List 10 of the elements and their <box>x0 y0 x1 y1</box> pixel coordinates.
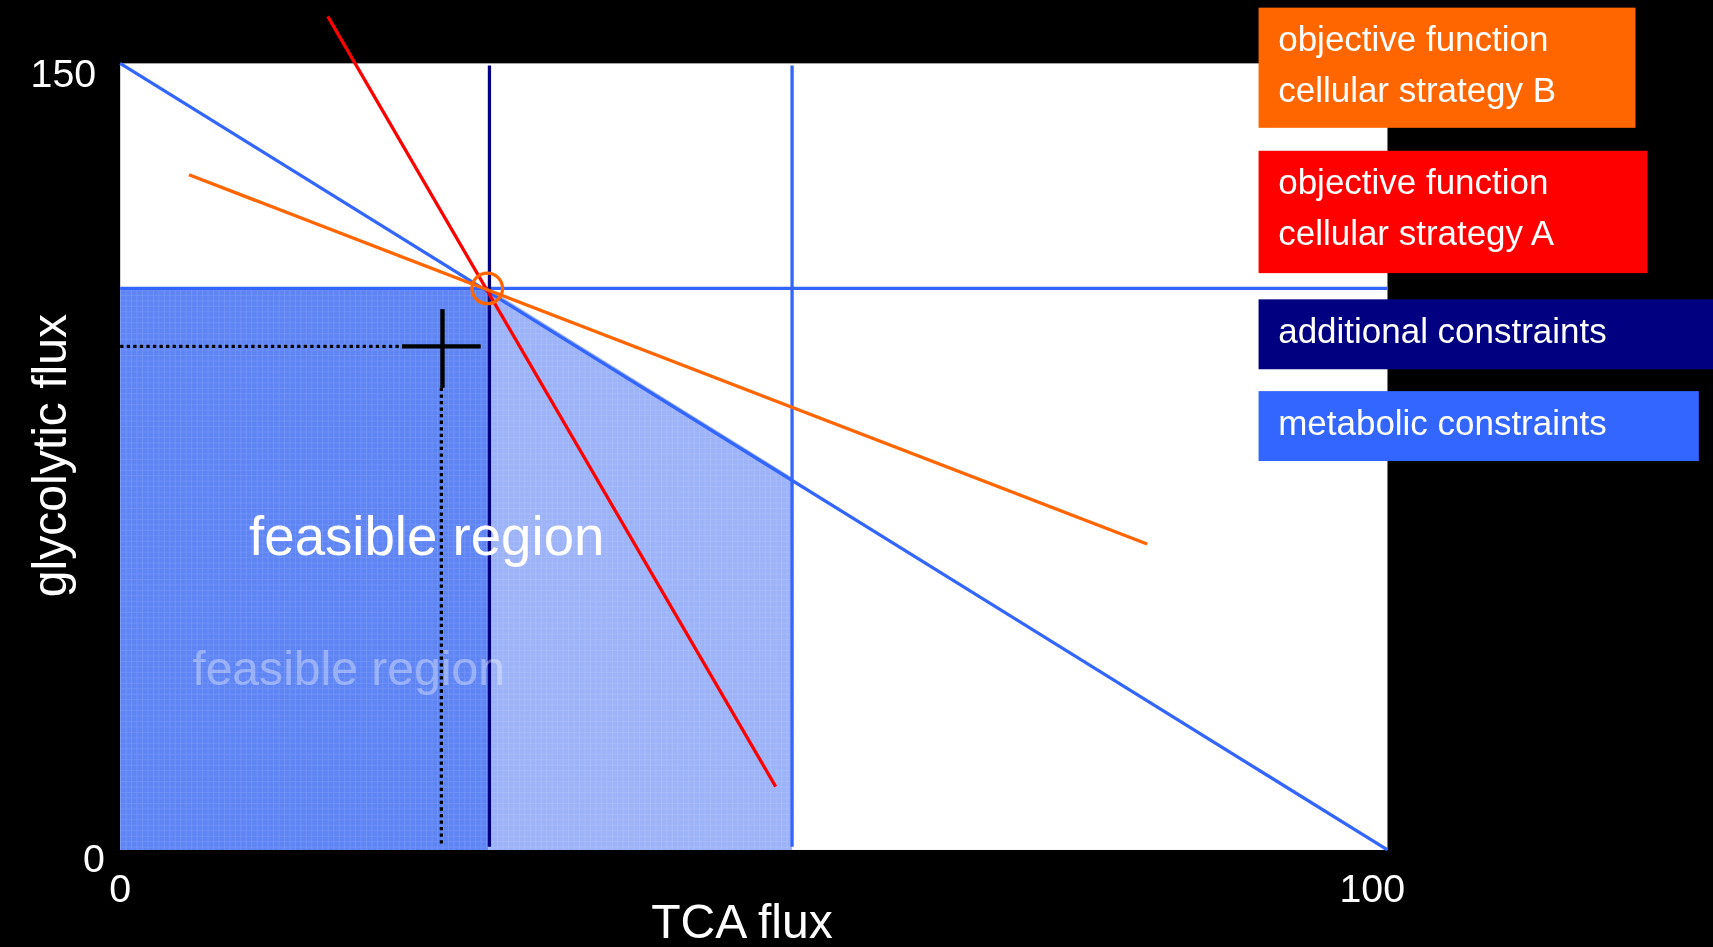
axis-tick-label: 0 <box>109 869 132 909</box>
legend-entry: objective function cellular strategy B <box>1258 7 1636 128</box>
axis-tick-label: 0 <box>83 839 105 879</box>
axis-tick-label: 150 <box>30 54 97 94</box>
axis-title: TCA flux <box>651 898 833 947</box>
legend-entry: additional constraints <box>1258 299 1713 370</box>
axis-tick-label: 100 <box>1339 869 1406 909</box>
legend-entry: metabolic constraints <box>1258 391 1699 462</box>
legend-entry: objective function cellular strategy A <box>1258 150 1648 274</box>
axis-title: glycolytic flux <box>25 313 74 600</box>
